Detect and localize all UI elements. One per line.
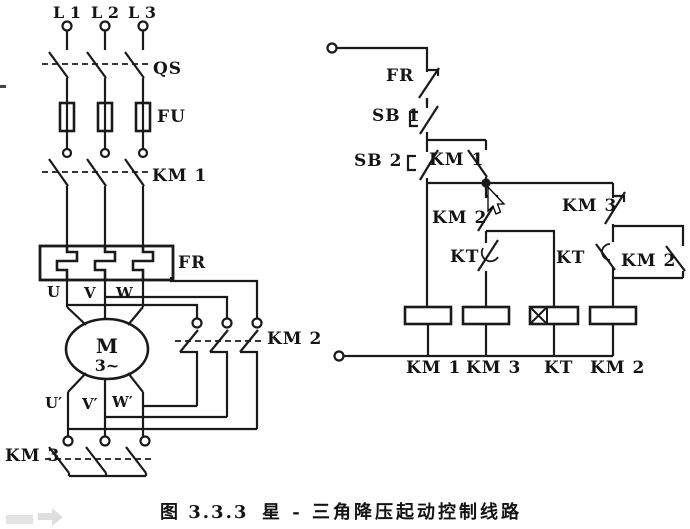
label-qs: QS	[153, 59, 182, 79]
motor	[64, 306, 150, 436]
phase-terminals	[61, 20, 149, 50]
label-km2-main: KM 2	[267, 329, 322, 349]
label-motor-m: M	[96, 334, 118, 358]
label-coil-kt: KT	[544, 358, 573, 378]
label-v: V	[83, 284, 96, 302]
scan-artifacts	[0, 85, 63, 526]
label-km1-seal: KM 1	[429, 150, 484, 170]
label-sb1: SB 1	[372, 106, 420, 126]
fuse-fu	[58, 101, 152, 159]
km3-coil	[461, 305, 511, 326]
delta-return-wires	[68, 404, 257, 431]
control-circuit-drawing	[326, 42, 686, 362]
caption-title: 星 - 三角降压起动控制线路	[262, 501, 522, 523]
label-coil-km1: KM 1	[406, 358, 461, 378]
label-motor-3ph: 3~	[95, 356, 120, 375]
label-l1: L 1	[53, 3, 81, 22]
km3-star-contacts	[45, 435, 152, 478]
km2-seal-contact	[665, 245, 686, 278]
label-km3-main: KM 3	[5, 446, 60, 466]
label-coil-km3: KM 3	[466, 358, 521, 378]
km1-main-contacts	[42, 158, 150, 246]
kt-delay-no-contact	[595, 226, 616, 278]
label-coil-km2: KM 2	[590, 358, 645, 378]
sb1-stop-button	[408, 98, 439, 140]
label-v-prime: V′	[81, 395, 98, 413]
label-km2-no: KM 2	[621, 251, 676, 271]
faint-shape-left	[6, 515, 33, 524]
control-labels: FR SB 1 SB 2 KM 1 KM 2 KT KM 3 KT KM 2 K…	[354, 66, 676, 378]
power-labels: L 1 L 2 L 3 QS FU KM 1 FR U V W M 3~ U′ …	[5, 3, 322, 466]
label-kt-no: KT	[556, 248, 585, 268]
edge-speck	[0, 85, 6, 88]
label-l2: L 2	[91, 3, 119, 22]
label-l3: L 3	[128, 3, 156, 22]
label-km3-nc: KM 3	[562, 196, 617, 216]
coils	[403, 305, 638, 326]
control-bottom-terminal	[333, 350, 345, 362]
label-km1-main: KM 1	[152, 166, 207, 186]
figure-caption: 图 3.3.3 星 - 三角降压起动控制线路	[160, 501, 522, 523]
label-fr-main: FR	[178, 253, 206, 273]
km1-coil	[403, 305, 453, 326]
label-km2-nc: KM 2	[432, 208, 487, 228]
label-kt-nc: KT	[450, 247, 479, 267]
faint-arrow-shape	[38, 508, 63, 526]
delta-tap-wires	[67, 277, 259, 318]
label-u-prime: U′	[45, 394, 62, 412]
label-w: W	[115, 284, 134, 302]
label-fr-contact: FR	[386, 66, 414, 86]
kt-delay-nc-contact	[477, 234, 499, 307]
kt-coil-branch	[486, 229, 556, 307]
label-fu: FU	[157, 107, 186, 127]
label-sb2: SB 2	[354, 151, 402, 171]
caption-number: 图 3.3.3	[160, 502, 248, 523]
mouse-cursor	[487, 185, 506, 215]
control-top-terminal	[326, 42, 338, 54]
km2-coil	[588, 305, 638, 326]
label-u: U	[47, 283, 60, 301]
power-circuit-drawing	[38, 20, 263, 478]
km2-delta-contacts	[175, 317, 263, 429]
fr-nc-contact	[418, 64, 440, 104]
qs-switch	[42, 51, 150, 103]
label-w-prime: W′	[111, 393, 133, 411]
fr-thermal-relay	[38, 244, 175, 319]
kt-coil	[528, 305, 580, 326]
